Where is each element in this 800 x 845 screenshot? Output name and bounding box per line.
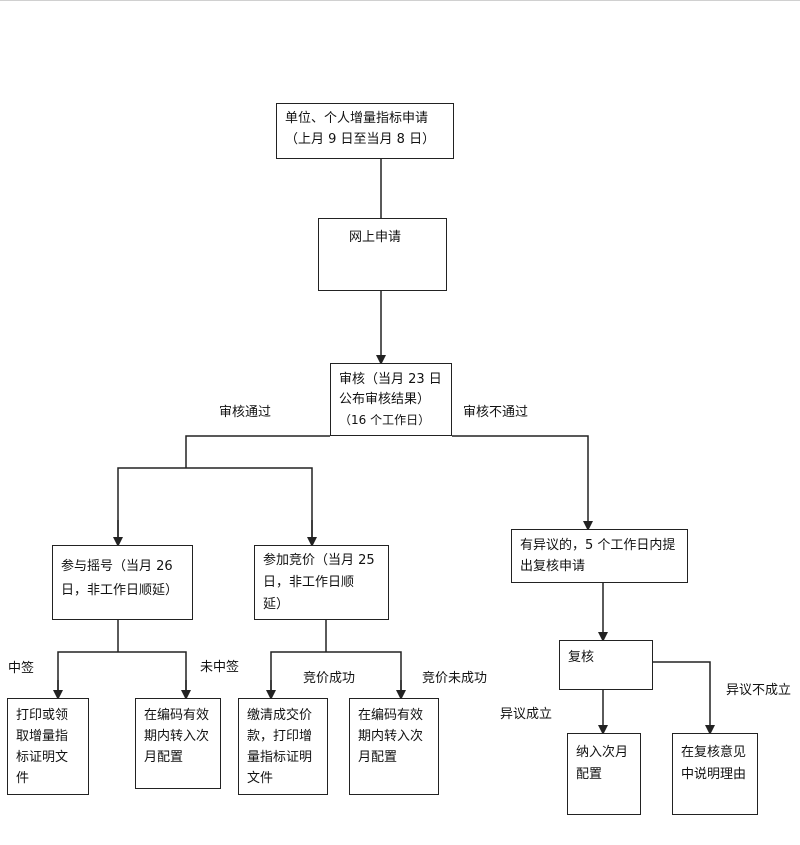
node-objection-line2: 出复核申请 [520, 559, 586, 574]
node-bidding-line3: 延） [263, 597, 290, 612]
node-carry-bid-line2: 期内转入次 [358, 729, 424, 744]
edge-pass-split [117, 467, 313, 545]
node-print-lottery-line4: 件 [16, 771, 30, 786]
edge-label-pass: 审核通过 [219, 405, 272, 420]
edge-label-objection-valid: 异议成立 [500, 707, 553, 722]
node-carry-bid: 在编码有效 期内转入次 月配置 [349, 698, 439, 795]
node-objection-line1: 有异议的，5 个工作日内提 [520, 538, 676, 553]
node-review-line1: 审核（当月 23 日 [339, 372, 442, 387]
node-apply-line1: 单位、个人增量指标申请 [285, 111, 429, 126]
node-carry-lottery-line2: 期内转入次 [144, 729, 210, 744]
node-lottery-line1: 参与摇号（当月 26 [61, 559, 173, 574]
node-recheck: 复核 [559, 640, 653, 690]
node-print-lottery: 打印或领 取增量指 标证明文 件 [7, 698, 89, 795]
edge-label-lost-lottery: 未中签 [200, 660, 240, 675]
node-next-month-line2: 配置 [576, 767, 603, 782]
node-online: 网上申请 [318, 218, 447, 291]
node-print-lottery-line2: 取增量指 [16, 729, 69, 744]
edge-label-bid-success: 竞价成功 [303, 671, 356, 686]
node-online-line1: 网上申请 [349, 230, 402, 245]
edge-review-pass [185, 435, 330, 468]
edge-label-objection-invalid: 异议不成立 [726, 683, 792, 698]
edge-lottery-split [57, 651, 187, 698]
node-bidding-line1: 参加竞价（当月 25 [263, 553, 375, 568]
node-pay-bid-line2: 款，打印增 [247, 729, 313, 744]
node-lottery: 参与摇号（当月 26 日，非工作日顺延） [52, 545, 193, 620]
node-apply: 单位、个人增量指标申请 （上月 9 日至当月 8 日） [276, 103, 454, 159]
node-explain-line1: 在复核意见 [681, 745, 747, 760]
node-explain: 在复核意见 中说明理由 [672, 733, 758, 815]
node-review-line2: 公布审核结果） [339, 392, 431, 407]
node-carry-lottery-line3: 月配置 [144, 750, 184, 765]
node-pay-bid: 缴清成交价 款，打印增 量指标证明 文件 [238, 698, 328, 795]
edge-label-won-lottery: 中签 [8, 661, 35, 676]
top-border [0, 0, 800, 1]
node-carry-lottery-line1: 在编码有效 [144, 708, 210, 723]
node-print-lottery-line3: 标证明文 [16, 750, 69, 765]
node-objection: 有异议的，5 个工作日内提 出复核申请 [511, 529, 688, 583]
node-carry-lottery: 在编码有效 期内转入次 月配置 [135, 698, 221, 789]
node-bidding-line2: 日，非工作日顺 [263, 575, 355, 590]
node-review: 审核（当月 23 日 公布审核结果） （16 个工作日） [330, 363, 452, 436]
node-carry-bid-line3: 月配置 [358, 750, 398, 765]
node-next-month-line1: 纳入次月 [576, 745, 629, 760]
edge-review-fail [452, 435, 593, 531]
node-pay-bid-line4: 文件 [247, 771, 274, 786]
node-review-line3: （16 个工作日） [339, 413, 431, 427]
edge-recheck-invalid [653, 661, 715, 735]
node-apply-line2: （上月 9 日至当月 8 日） [285, 132, 436, 147]
node-pay-bid-line1: 缴清成交价 [247, 708, 313, 723]
edge-label-bid-fail: 竞价未成功 [422, 671, 488, 686]
edge-label-fail: 审核不通过 [463, 405, 529, 420]
node-pay-bid-line3: 量指标证明 [247, 750, 313, 765]
edge-bidding-split [270, 651, 402, 698]
node-lottery-line2: 日，非工作日顺延） [61, 583, 179, 598]
node-bidding: 参加竞价（当月 25 日，非工作日顺 延） [254, 545, 389, 620]
node-carry-bid-line1: 在编码有效 [358, 708, 424, 723]
node-explain-line2: 中说明理由 [681, 767, 747, 782]
node-next-month: 纳入次月 配置 [567, 733, 641, 815]
node-recheck-line1: 复核 [568, 650, 595, 665]
node-print-lottery-line1: 打印或领 [16, 708, 69, 723]
